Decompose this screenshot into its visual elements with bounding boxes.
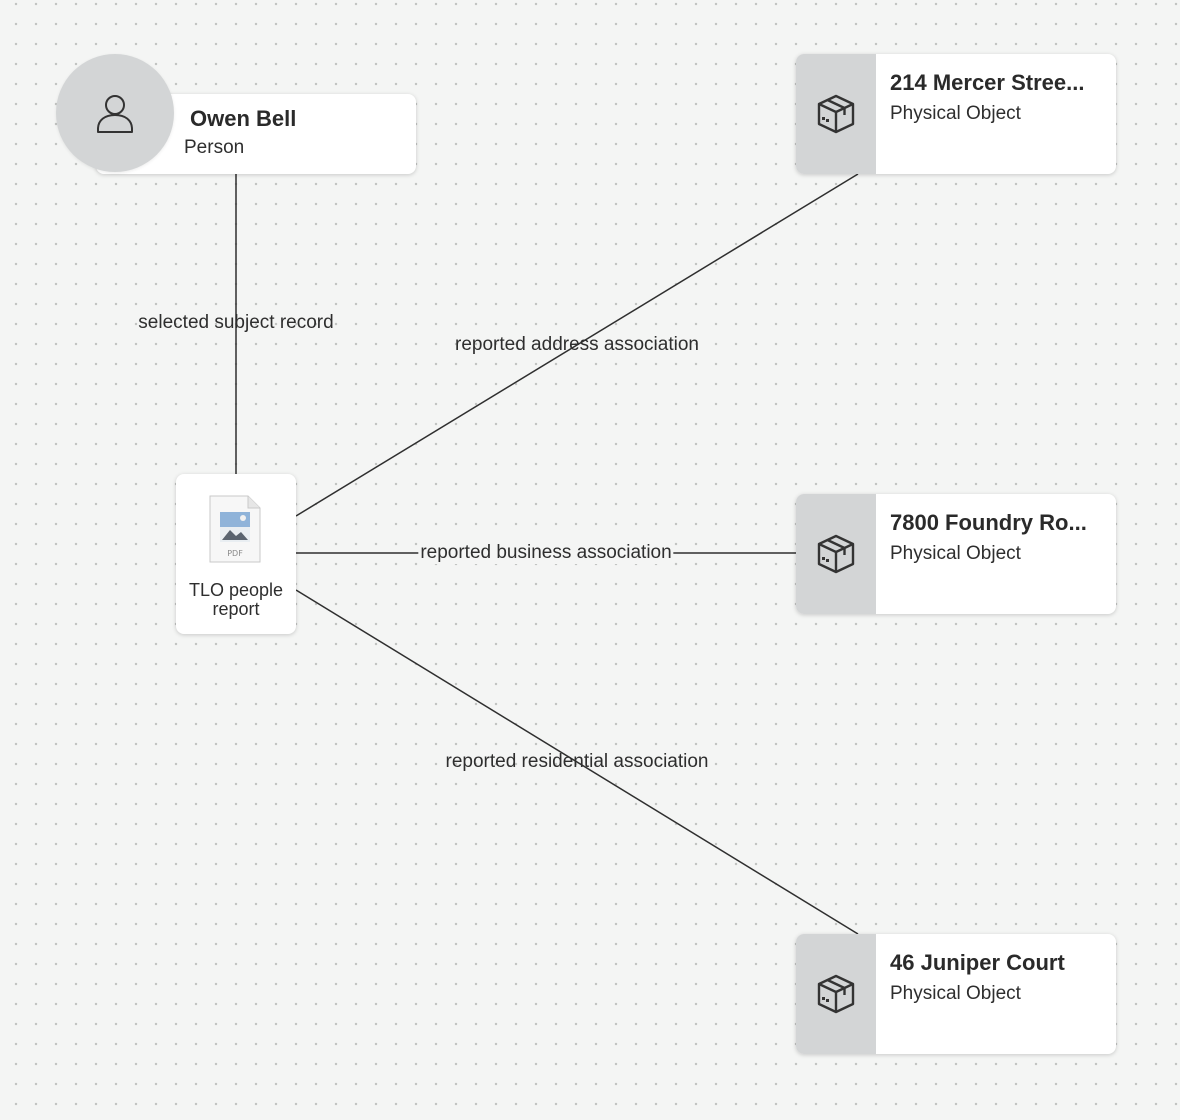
edge-reported-address-association[interactable] [295,173,859,517]
person-avatar[interactable] [56,54,174,172]
object-type-label: Physical Object [890,103,1021,124]
package-icon [817,94,855,134]
object-icon-block [796,494,876,614]
object-icon-block [796,934,876,1054]
object-title: 214 Mercer Stree... [890,70,1085,95]
physical-object-node[interactable]: 7800 Foundry Ro... Physical Object [796,494,1116,614]
person-icon [97,95,133,133]
pdf-file-icon: PDF [209,495,261,563]
edge-label-reported-residential-association: reported residential association [445,751,709,772]
edge-label-selected-subject-record: selected subject record [138,312,334,333]
package-icon [817,974,855,1014]
package-icon [817,534,855,574]
pdf-badge: PDF [227,549,243,558]
edge-label-reported-address-association: reported address association [455,334,699,355]
edge-label-reported-business-association: reported business association [418,542,674,564]
object-title: 7800 Foundry Ro... [890,510,1087,535]
document-title: TLO people report [188,580,284,619]
physical-object-node[interactable]: 46 Juniper Court Physical Object [796,934,1116,1054]
object-icon-block [796,54,876,174]
physical-object-node[interactable]: 214 Mercer Stree... Physical Object [796,54,1116,174]
person-name: Owen Bell [190,106,297,131]
person-type-label: Person [184,137,245,158]
document-node[interactable]: PDF TLO people report [176,474,296,634]
edge-reported-residential-association[interactable] [295,589,859,935]
object-title: 46 Juniper Court [890,950,1065,975]
object-type-label: Physical Object [890,543,1021,564]
object-type-label: Physical Object [890,983,1021,1004]
